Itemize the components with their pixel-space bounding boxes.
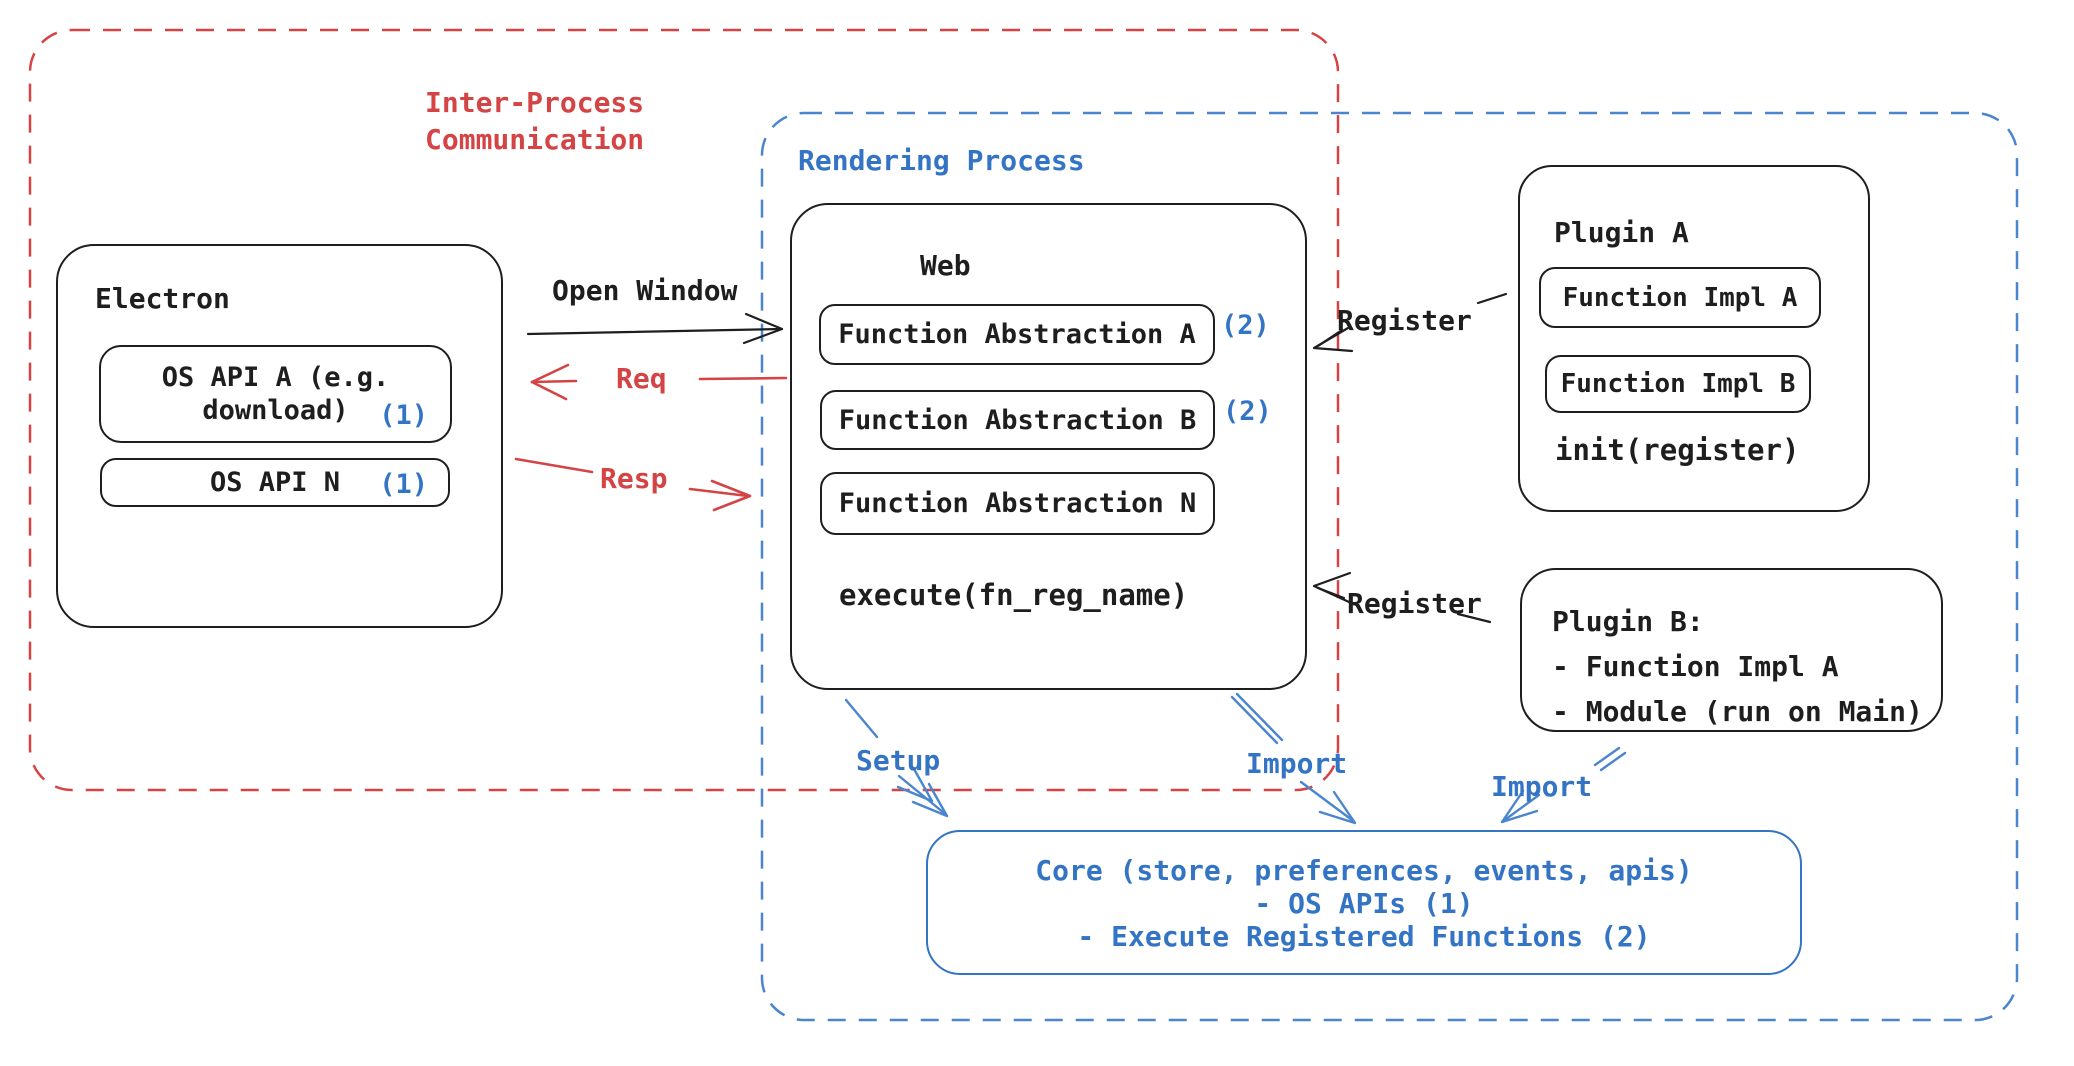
register-a-label: Register: [1337, 304, 1472, 337]
setup-label: Setup: [856, 744, 941, 777]
os-api-a-label-line2: download): [202, 395, 349, 426]
import-plugin-b-label: Import: [1491, 770, 1593, 803]
os-api-n-label: OS API N: [209, 467, 341, 498]
plugin-a-box: Plugin A Function Impl A Function Impl B…: [1518, 165, 1870, 512]
web-title: Web: [920, 249, 971, 282]
plugin-b-content: Plugin B:- Function Impl A- Module (run …: [1552, 605, 1923, 728]
import-web-label: Import: [1246, 747, 1348, 780]
import-plugin-b-arrow: [1500, 746, 1627, 824]
rendering-group-label: Rendering Process: [798, 144, 1085, 177]
register-b-connector: [1312, 571, 1492, 624]
os-api-a-ref: (1): [379, 400, 428, 431]
resp-label: Resp: [600, 462, 668, 495]
plugin-a-title: Plugin A: [1554, 216, 1689, 249]
resp-arrow: [514, 457, 752, 512]
core-box: Core (store, preferences, events, apis)-…: [926, 830, 1802, 975]
setup-arrow: [844, 698, 949, 818]
req-arrow: [530, 363, 788, 401]
register-a-connector: [1312, 292, 1508, 353]
os-api-a-label-line1: OS API A (e.g.: [161, 362, 390, 393]
open-window-arrow: [526, 312, 784, 345]
web-box: Web Function Abstraction A Function Abst…: [790, 203, 1307, 690]
ipc-group-border: [28, 28, 1340, 792]
register-b-label: Register: [1347, 587, 1482, 620]
os-api-a-box: OS API A (e.g. download) (1): [99, 345, 452, 443]
os-api-n-box: OS API N (1): [100, 458, 450, 507]
electron-box: Electron OS API A (e.g. download) (1) OS…: [56, 244, 503, 628]
function-abstraction-a-box: Function Abstraction A: [819, 304, 1215, 365]
init-register-label: init(register): [1555, 433, 1800, 467]
execute-call-label: execute(fn_reg_name): [839, 578, 1189, 612]
function-abstraction-n-box: Function Abstraction N: [820, 472, 1215, 535]
plugin-b-box: Plugin B:- Function Impl A- Module (run …: [1520, 568, 1943, 732]
function-impl-a-box: Function Impl A: [1539, 267, 1821, 328]
electron-title: Electron: [95, 282, 230, 315]
req-label: Req: [616, 362, 667, 395]
import-web-arrow: [1230, 692, 1357, 825]
function-abstraction-b-ref: (2): [1223, 396, 1272, 427]
open-window-label: Open Window: [552, 274, 738, 307]
function-abstraction-b-box: Function Abstraction B: [820, 390, 1215, 450]
rendering-group-border: [760, 111, 2019, 1022]
core-content: Core (store, preferences, events, apis)-…: [1035, 854, 1693, 953]
os-api-n-ref: (1): [379, 469, 428, 500]
function-impl-b-box: Function Impl B: [1545, 355, 1811, 413]
function-abstraction-a-ref: (2): [1221, 310, 1270, 341]
